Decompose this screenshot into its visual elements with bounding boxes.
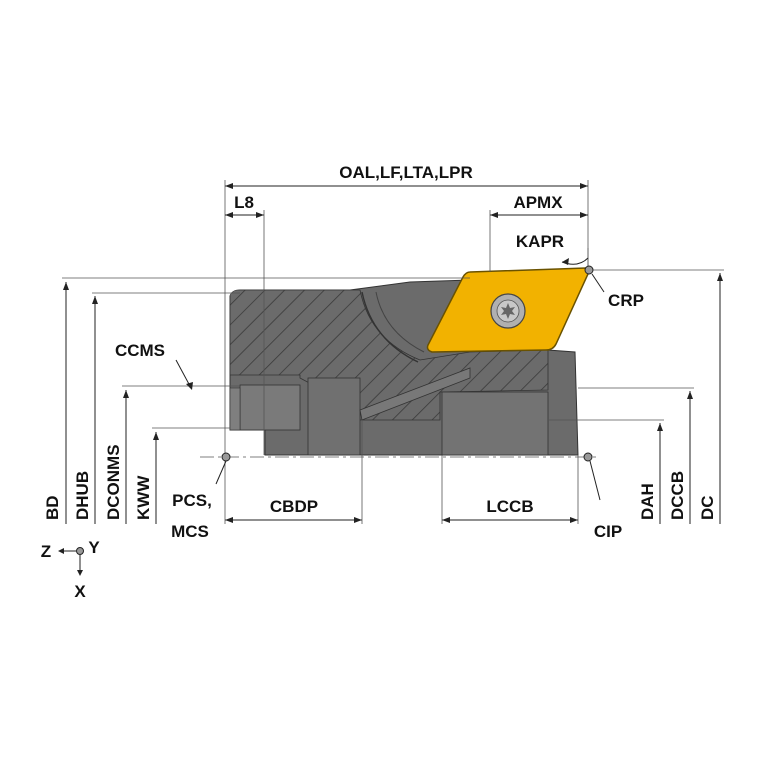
label-cbdp: CBDP [270, 497, 318, 516]
hub-step [229, 387, 241, 431]
label-dah: DAH [638, 483, 657, 520]
dimension-lines [62, 180, 724, 524]
label-ccms: CCMS [115, 341, 165, 360]
chip-flute-curve [361, 291, 419, 363]
pcs-point [221, 452, 231, 462]
coolant-channel [359, 367, 471, 421]
label-axis-z: Z [41, 542, 51, 561]
cip-point [583, 452, 593, 462]
label-kww: KWW [134, 475, 153, 520]
label-dccb: DCCB [668, 471, 687, 520]
label-pcs: PCS, [172, 491, 212, 510]
label-kapr: KAPR [516, 232, 564, 251]
label-bd: BD [43, 495, 62, 520]
torx-screw-icon [490, 293, 526, 329]
reference-point-icon [215, 265, 605, 501]
keyway-slot [307, 377, 361, 456]
crp-point [584, 265, 594, 275]
labels: OAL,LF,LTA,LPR L8 APMX KAPR CRP CCMS PCS… [41, 163, 717, 601]
rhombic-insert-icon [426, 267, 590, 353]
label-dc: DC [698, 495, 717, 520]
label-dconms: DCONMS [104, 444, 123, 520]
shank-pocket [239, 384, 301, 431]
label-crp: CRP [608, 291, 644, 310]
axis-origin-icon [58, 547, 84, 576]
label-cip: CIP [594, 522, 622, 541]
label-lccb: LCCB [486, 497, 533, 516]
label-axis-y: Y [88, 538, 100, 557]
label-oal: OAL,LF,LTA,LPR [339, 163, 472, 182]
label-mcs: MCS [171, 522, 209, 541]
label-l8: L8 [234, 193, 254, 212]
chip-flute-curve-inner [375, 291, 425, 353]
coolant-bore [441, 391, 549, 456]
label-axis-x: X [74, 582, 86, 601]
label-dhub: DHUB [73, 471, 92, 520]
label-apmx: APMX [513, 193, 563, 212]
